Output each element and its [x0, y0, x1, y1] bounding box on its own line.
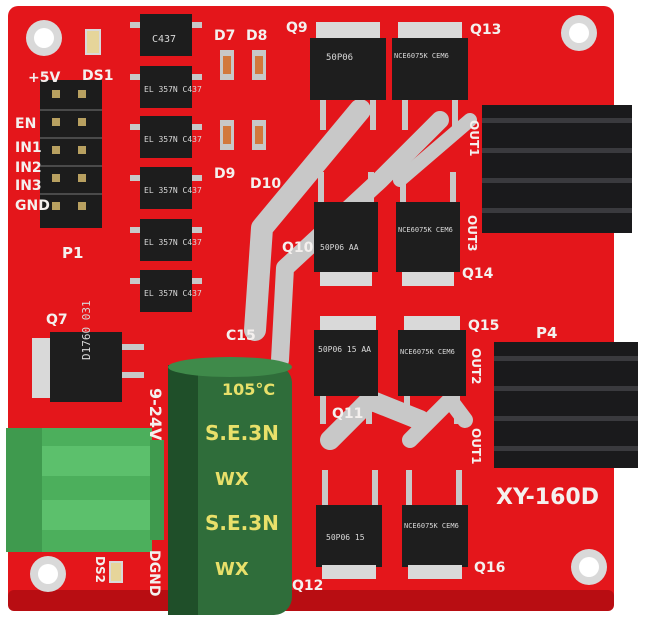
screw-terminal	[6, 428, 164, 552]
capacitor-text-2: WX	[215, 469, 249, 490]
mosfet-q10	[314, 172, 378, 286]
capacitor-text-1: S.E.3N	[205, 421, 279, 445]
silk-q10: Q10	[282, 240, 314, 256]
silk-q14: Q14	[462, 266, 494, 282]
led-ds2	[109, 561, 123, 583]
pcb-edge-shade	[8, 590, 614, 611]
mosfet-label-q16: NCE6075K CEM6	[404, 522, 459, 530]
opto-label-4: EL 357N C437	[144, 238, 202, 247]
silk-ds2: DS2	[93, 556, 107, 583]
silk-q15: Q15	[468, 318, 499, 334]
silk-q9: Q9	[286, 20, 308, 36]
mosfet-q11	[314, 316, 378, 424]
silk-model: XY-160D	[496, 485, 599, 510]
silk-d10: D10	[250, 176, 281, 192]
silk-out2: OUT2	[469, 348, 483, 384]
pin-header-p1	[40, 80, 102, 228]
mosfet-q12	[316, 470, 382, 579]
header-pin-label-3: IN3	[15, 178, 42, 194]
mosfet-label-q12: 50P06 15	[326, 533, 365, 542]
diodes-d7-d10	[220, 50, 266, 150]
mosfet-label-q11: 50P06 15 AA	[318, 345, 371, 354]
mosfet-q9	[310, 22, 386, 130]
opto-label-1: EL 357N C437	[144, 85, 202, 94]
opto-label-0: C437	[152, 34, 176, 45]
regulator-q7	[32, 332, 144, 402]
silk-d7: D7	[214, 28, 235, 44]
opto-label-5: EL 357N C437	[144, 289, 202, 298]
capacitor-c15	[168, 357, 292, 615]
mosfet-q15	[398, 316, 466, 424]
heatsink-bottom	[494, 342, 638, 468]
silk-out1-top: OUT1	[467, 120, 481, 156]
silk-plus5v: +5V	[28, 70, 60, 86]
silk-out3: OUT3	[465, 215, 479, 251]
mounting-holes	[26, 15, 607, 592]
header-pin-label-4: GND	[15, 198, 50, 214]
silk-p1: P1	[62, 244, 83, 262]
mosfet-q13	[392, 22, 468, 130]
mosfet-q16	[402, 470, 468, 579]
mosfet-label-q9: 50P06	[326, 53, 353, 63]
opto-label-3: EL 357N C437	[144, 186, 202, 195]
capacitor-text-1b: S.E.3N	[205, 511, 279, 535]
mosfet-label-q10: 50P06 AA	[320, 243, 359, 252]
silk-d9: D9	[214, 166, 235, 182]
silk-q7: Q7	[46, 312, 68, 328]
silk-q13: Q13	[470, 22, 501, 38]
header-pin-label-0: EN	[15, 116, 36, 132]
opto-label-2: EL 357N C437	[144, 135, 202, 144]
regulator-label: D1760 031	[80, 300, 93, 360]
mosfet-label-q13: NCE6075K CEM6	[394, 52, 449, 60]
silk-d8: D8	[246, 28, 267, 44]
heatsink-top	[482, 105, 632, 233]
silk-ds1: DS1	[82, 68, 113, 84]
silk-q12: Q12	[292, 578, 323, 594]
silk-q11: Q11	[332, 406, 363, 422]
optocoupler-column	[130, 14, 202, 312]
silk-out1-bottom: OUT1	[469, 428, 483, 464]
mosfet-label-q14: NCE6075K CEM6	[398, 226, 453, 234]
header-pin-label-1: IN1	[15, 140, 42, 156]
silk-dgnd: DGND	[146, 550, 162, 596]
silk-p4: P4	[536, 324, 557, 342]
mosfet-label-q15: NCE6075K CEM6	[400, 348, 455, 356]
silk-9-24v: 9-24V	[146, 388, 165, 441]
header-pin-label-2: IN2	[15, 160, 42, 176]
silk-q16: Q16	[474, 560, 505, 576]
capacitor-text-0: 105°C	[222, 380, 275, 399]
mosfet-q14	[396, 172, 460, 286]
led-ds1	[85, 29, 101, 55]
silk-c15: C15	[226, 328, 256, 344]
capacitor-text-2b: WX	[215, 559, 249, 580]
